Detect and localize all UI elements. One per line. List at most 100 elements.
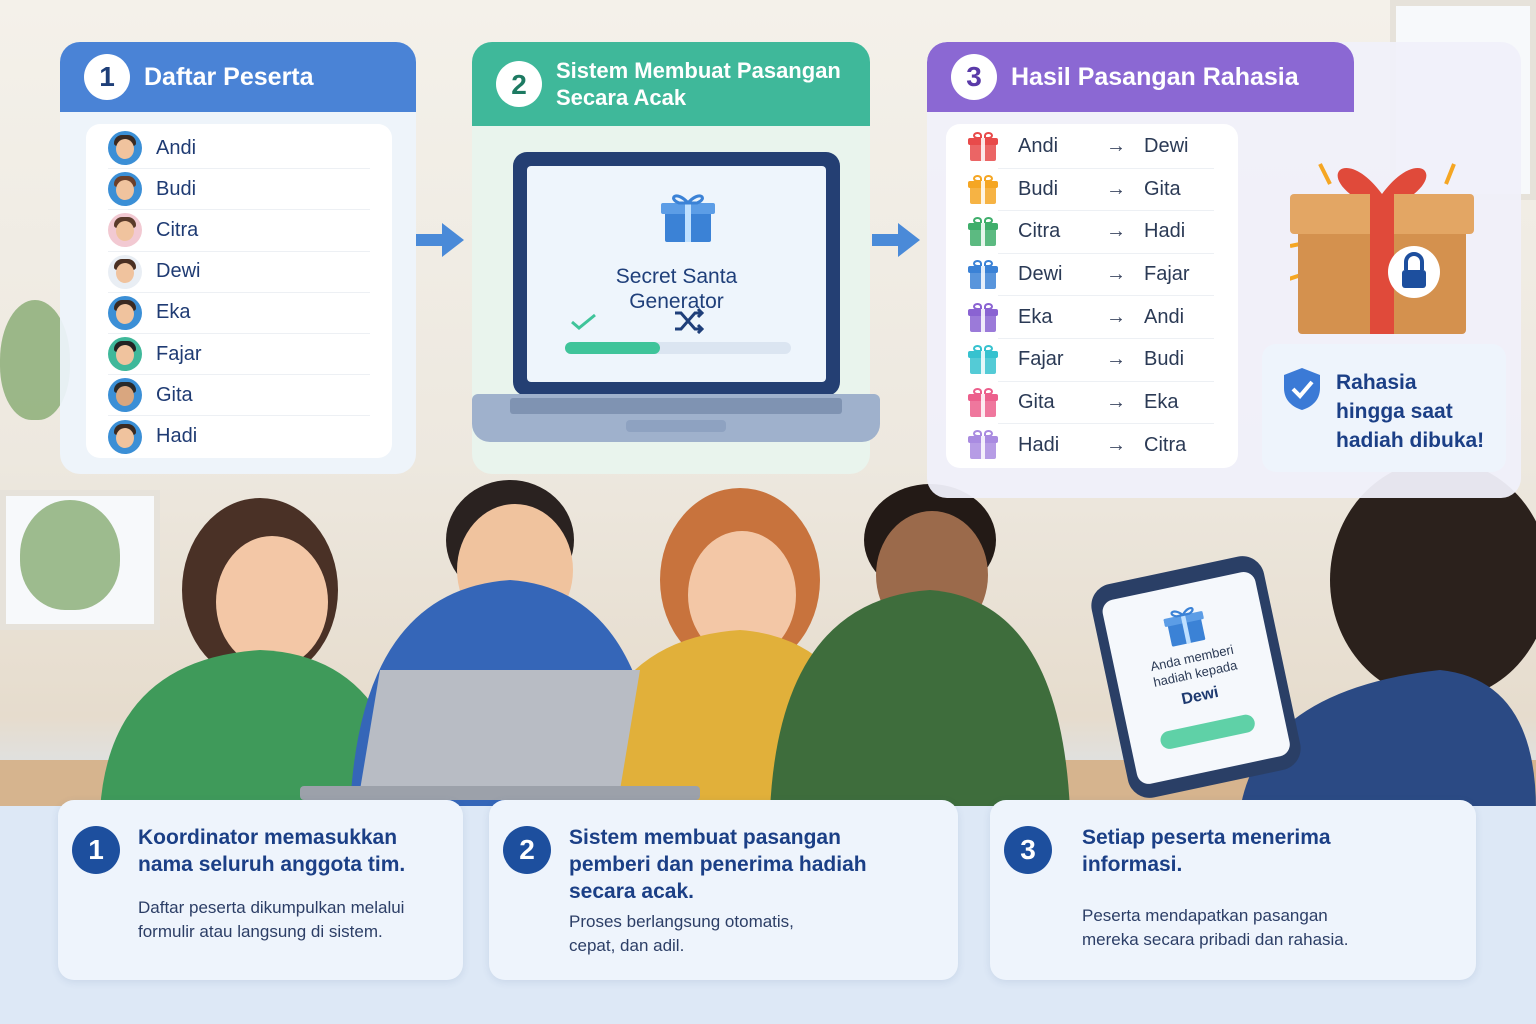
step-description-line: mereka secara pribadi dan rahasia. [1082,930,1349,949]
gift-icon [968,260,998,290]
step-title-line: Setiap peserta menerima [1082,826,1331,849]
pair-receiver: Andi [1144,305,1185,328]
pair-line: Eka → Andi [998,296,1214,339]
avatar [108,295,142,330]
pair-row[interactable]: Andi → Dewi [968,126,1214,169]
arrow-right-icon [416,223,464,257]
generator-title-line: Sistem Membuat Pasangan [556,58,841,83]
gift-icon [968,217,998,247]
arrow-right-icon: → [1106,263,1126,286]
pair-line: Citra→Hadi [998,211,1214,254]
generator-title-line: Generator [629,290,724,313]
step-number-badge: 3 [1004,826,1052,874]
participants-panel-title: Daftar Peserta [144,62,314,91]
gift-icon [661,194,715,242]
gift-icon [968,302,998,333]
phone-action-button[interactable] [1158,712,1257,751]
participant-list: Andi Budi Citra Dewi Eka Fajar Gita Hadi [86,124,392,458]
avatar [108,419,142,454]
arrow-right-icon: → [1106,135,1126,158]
secret-note-card: Rahasia hingga saat hadiah dibuka! [1262,344,1506,472]
progress-fill [565,342,660,354]
step-title-line: Sistem membuat pasangan [569,826,841,849]
step-card-3: 3 Setiap peserta menerima informasi. Pes… [990,800,1476,980]
participant-row[interactable]: Andi [108,128,370,170]
arrow-right-icon [872,223,920,257]
pair-line: Gita→Eka [998,382,1214,425]
phone-screen[interactable]: Anda memberi hadiah kepada Dewi [1100,569,1293,787]
generator-panel-header: 2 Sistem Membuat Pasangan Secara Acak [472,42,870,126]
arrow-right-icon: → [1106,220,1126,243]
participant-row[interactable]: Fajar [108,334,370,376]
pair-line: Fajar→Budi [998,339,1214,382]
pair-receiver: Eka [1144,390,1179,413]
step-title: Setiap peserta menerima informasi. [1082,824,1331,878]
step-title: Sistem membuat pasangan pemberi dan pene… [569,824,867,905]
participant-name: Eka [156,301,191,324]
pair-row[interactable]: Eka → Andi [968,296,1214,339]
participant-row[interactable]: Budi [108,169,370,211]
pair-row[interactable]: Dewi → Fajar [968,254,1214,297]
pair-line: Dewi → Fajar [998,254,1214,297]
step-title-line: informasi. [1082,853,1183,876]
step-card-1: 1 Koordinator memasukkan nama seluruh an… [58,800,463,980]
participant-name: Hadi [156,425,198,448]
step-title-line: Koordinator memasukkan [138,826,398,849]
pair-giver: Citra [1018,220,1061,243]
step-description-line: Peserta mendapatkan pasangan [1082,906,1328,925]
step-number-badge: 2 [503,826,551,874]
participant-row[interactable]: Hadi [108,416,370,457]
participant-row[interactable]: Eka [108,293,370,334]
results-panel-title: Hasil Pasangan Rahasia [1011,62,1299,91]
pair-giver: Eka [1018,305,1053,328]
pair-row[interactable]: Gita→Eka [968,382,1214,425]
shield-check-icon [1284,368,1320,410]
generator-app[interactable]: Secret Santa Generator [527,166,826,382]
arrow-right-icon: → [1106,177,1126,200]
pair-receiver: Citra [1144,433,1187,456]
arrow-right-icon: → [1106,305,1126,328]
gift-icon [968,387,998,418]
gift-icon [968,132,998,162]
avatar [108,337,142,372]
pair-receiver: Fajar [1144,263,1190,286]
step-description-line: cepat, dan adil. [569,936,685,955]
arrow-right-icon: → [1106,348,1126,371]
pair-line: Hadi→Citra [998,424,1214,467]
gift-icon [968,345,998,375]
participant-name: Fajar [156,342,202,365]
step-title-line: nama seluruh anggota tim. [138,853,406,876]
pair-receiver: Budi [1144,348,1185,371]
gift-icon [968,174,998,205]
pair-receiver: Dewi [1144,135,1189,158]
pair-row[interactable]: Hadi→Citra [968,424,1214,467]
generator-title: Secret Santa Generator [527,264,826,314]
step-description: Daftar peserta dikumpulkan melalui formu… [138,896,404,944]
pair-giver: Budi [1018,177,1059,200]
pair-giver: Andi [1018,135,1059,158]
step-description-line: Proses berlangsung otomatis, [569,912,794,931]
participant-row[interactable]: Citra [108,210,370,252]
avatar [108,254,142,289]
participant-row[interactable]: Gita [108,375,370,417]
pair-row[interactable]: Fajar→Budi [968,339,1214,382]
participant-row[interactable]: Dewi [108,252,370,293]
pair-line: Budi→Gita [998,169,1214,212]
participant-name: Budi [156,177,197,200]
participant-name: Gita [156,383,193,406]
pair-row[interactable]: Budi→Gita [968,169,1214,212]
pair-line: Andi → Dewi [998,126,1214,169]
gift-icon [1163,606,1206,647]
avatar [108,378,142,413]
step-number-badge: 2 [496,61,542,107]
generator-panel-title: Sistem Membuat Pasangan Secara Acak [556,57,841,111]
locked-gift-icon [1290,163,1474,334]
secret-note-line: hingga saat [1336,400,1453,423]
step-number-badge: 1 [72,826,120,874]
generator-title-line: Secara Acak [556,85,687,110]
pair-row[interactable]: Citra→Hadi [968,211,1214,254]
pair-giver: Dewi [1018,263,1063,286]
avatar [108,131,142,166]
check-icon [571,313,596,330]
